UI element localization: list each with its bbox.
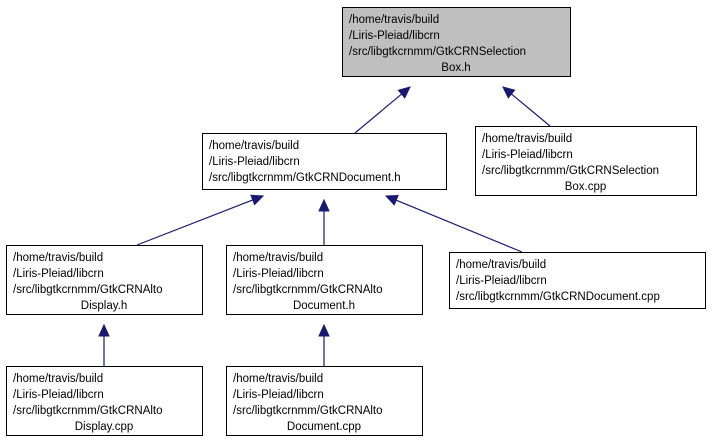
node-selection-h[interactable]: /home/travis/build/Liris-Pleiad/libcrn/s… (342, 7, 571, 77)
node-label-line: /Liris-Pleiad/libcrn (233, 268, 324, 280)
node-label-line: /src/libgtkcrnmm/GtkCRNDocument.cpp (456, 291, 660, 303)
arrowhead-altodisplay_cpp-to-altodisplay_h (98, 323, 110, 337)
arrowhead-altodocument_cpp-to-altodocument_h (318, 323, 330, 337)
node-label-line: Document.cpp (287, 421, 361, 433)
node-label-line: /home/travis/build (233, 252, 323, 264)
node-label-line: /home/travis/build (233, 373, 323, 385)
node-altodocument-cpp[interactable]: /home/travis/build/Liris-Pleiad/libcrn/s… (226, 366, 423, 436)
node-label-line: Display.h (81, 300, 127, 312)
node-label-line: Box.cpp (565, 181, 607, 193)
node-label-line: /home/travis/build (456, 259, 546, 271)
node-altodisplay-h[interactable]: /home/travis/build/Liris-Pleiad/libcrn/s… (6, 245, 203, 315)
node-box (226, 366, 423, 436)
node-document-cpp[interactable]: /home/travis/build/Liris-Pleiad/libcrn/s… (449, 252, 706, 309)
node-box (449, 252, 706, 309)
node-altodocument-h[interactable]: /home/travis/build/Liris-Pleiad/libcrn/s… (226, 245, 423, 315)
edge-document_cpp-to-document_h (395, 199, 523, 253)
node-label-line: Display.cpp (75, 421, 134, 433)
edge-document_h-to-selection_h (354, 93, 402, 134)
node-label-line: /src/libgtkcrnmm/GtkCRNAlto (233, 405, 383, 417)
node-label-line: /home/travis/build (482, 133, 572, 145)
node-label-line: /Liris-Pleiad/libcrn (456, 275, 547, 287)
node-document-h[interactable]: /home/travis/build/Liris-Pleiad/libcrn/s… (202, 133, 447, 190)
node-selection-cpp[interactable]: /home/travis/build/Liris-Pleiad/libcrn/s… (475, 126, 697, 196)
node-label-line: Box.h (441, 62, 470, 74)
node-box (6, 366, 203, 436)
node-label-line: /src/libgtkcrnmm/GtkCRNAlto (13, 284, 163, 296)
node-altodisplay-cpp[interactable]: /home/travis/build/Liris-Pleiad/libcrn/s… (6, 366, 203, 436)
node-label-line: /home/travis/build (349, 14, 439, 26)
node-label-line: /src/libgtkcrnmm/GtkCRNDocument.h (209, 172, 401, 184)
arrowhead-altodisplay_h-to-document_h (250, 194, 265, 206)
node-label-line: /src/libgtkcrnmm/GtkCRNAlto (233, 284, 383, 296)
edge-altodisplay_h-to-document_h (136, 199, 253, 246)
node-box (342, 7, 571, 77)
arrowhead-selection_cpp-to-selection_h (502, 86, 516, 99)
node-box (475, 126, 697, 196)
node-label-line: /Liris-Pleiad/libcrn (13, 389, 104, 401)
node-label-line: /home/travis/build (209, 140, 299, 152)
node-label-line: /Liris-Pleiad/libcrn (209, 156, 300, 168)
node-label-line: /src/libgtkcrnmm/GtkCRNSelection (482, 165, 659, 177)
arrowhead-altodocument_h-to-document_h (318, 198, 330, 212)
arrowhead-document_cpp-to-document_h (384, 195, 399, 206)
node-box (226, 245, 423, 315)
arrowhead-document_h-to-selection_h (397, 86, 411, 99)
edges-layer (98, 86, 551, 366)
nodes-layer: /home/travis/build/Liris-Pleiad/libcrn/s… (6, 7, 706, 436)
node-label-line: /home/travis/build (13, 252, 103, 264)
node-label-line: /src/libgtkcrnmm/GtkCRNSelection (349, 46, 526, 58)
node-label-line: /Liris-Pleiad/libcrn (13, 268, 104, 280)
edge-selection_cpp-to-selection_h (511, 93, 551, 127)
node-label-line: /src/libgtkcrnmm/GtkCRNAlto (13, 405, 163, 417)
node-label-line: /Liris-Pleiad/libcrn (349, 30, 440, 42)
node-label-line: /home/travis/build (13, 373, 103, 385)
node-box (6, 245, 203, 315)
node-label-line: /Liris-Pleiad/libcrn (482, 149, 573, 161)
node-box (202, 133, 447, 190)
node-label-line: /Liris-Pleiad/libcrn (233, 389, 324, 401)
node-label-line: Document.h (293, 300, 355, 312)
